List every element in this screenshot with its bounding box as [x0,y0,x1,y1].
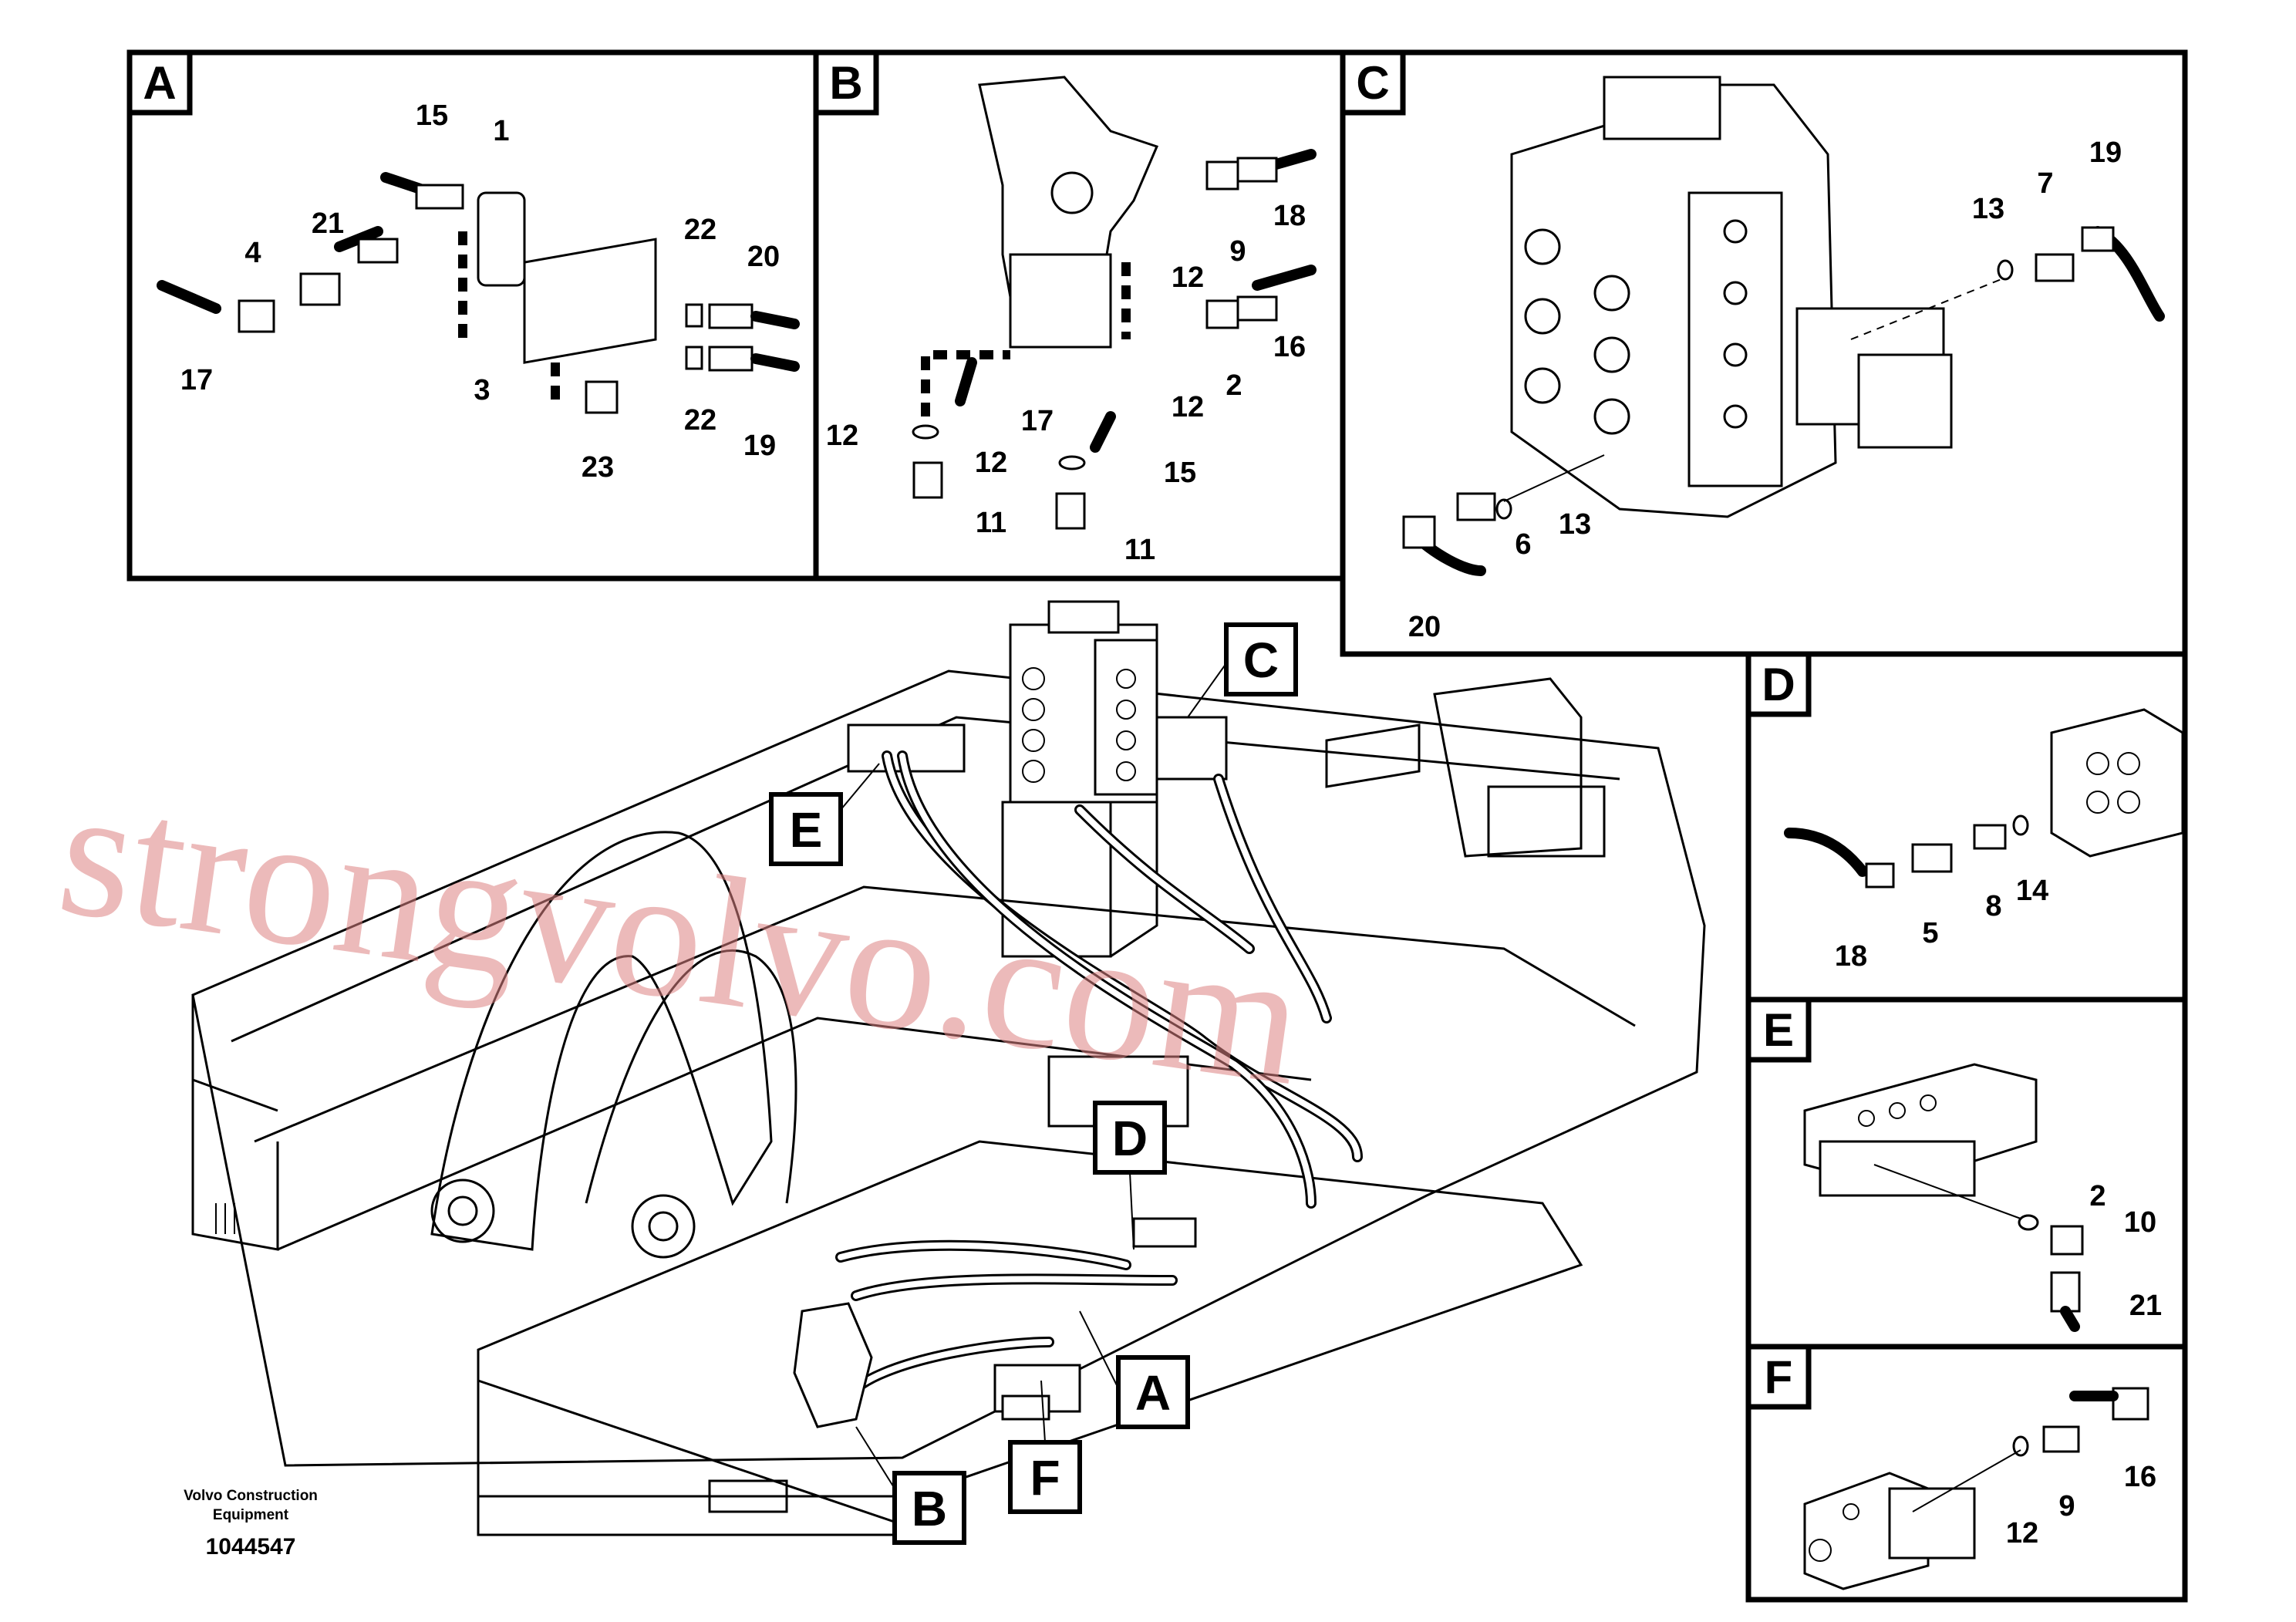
panel-A-letter: A [143,57,176,109]
part-number-label: 20 [747,241,780,273]
part-number-label: 23 [582,451,614,484]
panel-B-letter: B [829,57,862,109]
part-number-label: 12 [1172,391,1204,423]
part-number-label: 2 [2089,1180,2106,1212]
part-number-label: 10 [2124,1206,2156,1239]
part-number-label: 15 [1164,457,1196,489]
part-number-label: 21 [2129,1290,2162,1322]
control-valve-main [847,600,1228,804]
part-number-label: 13 [1559,508,1591,541]
part-number-label: 2 [1226,369,1242,402]
callout-E[interactable]: E [769,763,880,866]
panel-E: E 2 10 21 [1745,996,2188,1350]
panel-D-letter: D [1762,659,1795,710]
part-number-label: 12 [1172,261,1204,294]
part-number-label: 15 [416,99,448,132]
callout-B[interactable]: B [855,1426,966,1545]
part-number-label: 9 [1229,235,1246,268]
part-number-label: 13 [1972,193,2004,225]
caption-line-2: Equipment [213,1507,289,1523]
callout-F[interactable]: F [1008,1380,1082,1514]
part-number-label: 14 [2016,875,2048,907]
callout-letter: D [1112,1111,1148,1166]
part-number-label: 22 [684,404,716,437]
part-number-label: 7 [2037,167,2053,200]
part-number-label: 18 [1273,200,1306,232]
panel-C: C 19 13 7 6 13 20 [1340,49,2188,657]
callout-letter: B [912,1481,947,1536]
part-number-label: 19 [743,430,776,462]
part-number-label: 6 [1515,528,1531,561]
part-number-label: 1 [493,115,509,147]
part-number-label: 19 [2089,137,2122,169]
part-number-label: 11 [976,507,1006,539]
callout-letter: F [1030,1450,1060,1506]
part-number-label: 12 [2006,1517,2038,1549]
part-number-label: 12 [826,420,858,452]
part-number-label: 3 [474,374,490,406]
callout-A[interactable]: A [1079,1310,1190,1429]
pedal-assembly [793,1302,1081,1428]
callout-letter: A [1135,1365,1171,1421]
part-number-label: 16 [2124,1461,2156,1493]
callout-D[interactable]: D [1093,1101,1167,1250]
panel-F-letter: F [1765,1351,1793,1403]
part-number-label: 20 [1408,611,1441,643]
panel-E-letter: E [1763,1004,1794,1056]
part-number-label: 22 [684,214,716,246]
hose-routing [835,750,1363,1394]
part-number-label: 4 [244,237,261,269]
part-number-label: 12 [975,447,1007,479]
part-number-label: 17 [180,364,213,396]
panel-F: F 12 9 16 [1745,1344,2188,1603]
part-number-label: 11 [1124,534,1155,566]
panel-D: D 18 5 8 14 [1745,651,2188,1003]
part-number-label: 21 [312,207,344,240]
callout-letter: E [790,802,823,858]
panel-B: B 18 12 9 16 12 2 17 12 12 15 11 11 [813,49,1346,582]
panel-C-letter: C [1356,57,1389,109]
callout-C[interactable]: C [1187,622,1298,718]
part-number-label: 18 [1835,940,1867,973]
caption-line-1: Volvo Construction [184,1488,318,1504]
part-number-label: 9 [2058,1490,2075,1523]
part-number-label: 5 [1922,917,1938,949]
panel-A: A 15 1 21 4 22 20 17 3 22 19 23 [126,49,819,582]
callout-letter: C [1243,632,1279,688]
part-number-label: 8 [1985,890,2001,922]
part-number-label: 17 [1021,405,1054,437]
part-number-label: 16 [1273,331,1306,363]
document-number: 1044547 [206,1534,296,1560]
